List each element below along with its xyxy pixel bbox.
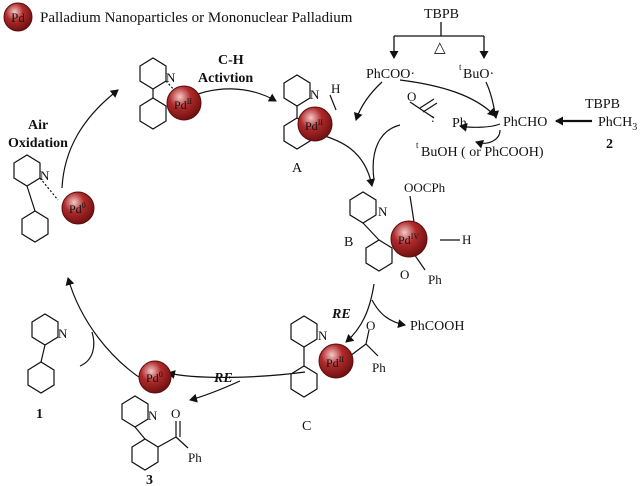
phenyl-ring-B [365, 239, 393, 272]
pyridine-ring-substrate [31, 313, 59, 346]
n-C: N [318, 328, 328, 343]
legend-pd-label: Pd [11, 10, 25, 25]
re-upper-label: RE [331, 307, 351, 322]
phch3-label: PhCH3 [598, 115, 637, 133]
pd-0-free-label: Pd0 [146, 370, 163, 385]
acyl-radical-dot: : [431, 110, 435, 125]
intermediate-B-label: B [344, 235, 353, 250]
acyl-to-B-arrow [372, 124, 401, 181]
acyl-o: O [407, 89, 416, 104]
phcooh-release-arrow [371, 299, 406, 329]
acyl-co-bond [419, 98, 435, 109]
B-to-C-arrow [345, 283, 375, 343]
phcoo-to-aldehyde-arrow [399, 79, 496, 117]
compound-1-number: 1 [36, 407, 43, 422]
pd-iv-B-label: PdIV [398, 232, 419, 247]
phenyl-ring-left [21, 210, 49, 243]
pyridine-ring-top [139, 57, 167, 90]
phcoo-to-A-arrow [353, 81, 383, 121]
pd-ii-A-label: PdII [305, 118, 323, 133]
radical-generation: TBPB △ PhCOO· t BuO· PhCHO TBPB PhCH3 2 … [366, 7, 637, 160]
air-oxidation-arrow [61, 89, 119, 189]
h-A: H [331, 81, 340, 96]
pyridine-ring-A [283, 74, 311, 107]
tbuoh-label: BuOH ( or PhCOOH) [421, 145, 544, 160]
air-oxidation-label-2: Oxidation [8, 136, 68, 151]
ph-B: Ph [428, 272, 442, 287]
ch-activation-label-2: Activtion [198, 71, 253, 86]
phcooh-byproduct-label: PhCOOH [410, 319, 464, 334]
legend-pd-sphere [3, 2, 33, 32]
o-product: O [171, 406, 180, 421]
n-product: N [148, 408, 158, 423]
pd-iv-B-sphere [390, 220, 428, 258]
pd0-return-arrow [65, 277, 149, 384]
compound-2-number: 2 [606, 137, 613, 152]
pyridine-ring-left [13, 154, 41, 187]
hat-byproduct-arrow [475, 129, 501, 149]
phenyl-ring-product [131, 438, 159, 471]
product-release-arrow [189, 380, 241, 403]
A-to-B-arrow [317, 133, 376, 187]
pd-spheres [61, 85, 428, 394]
heat-icon: △ [434, 40, 446, 56]
pd-0-free-sphere [138, 360, 172, 394]
n-A: N [310, 87, 320, 102]
legend-text: Palladium Nanoparticles or Mononuclear P… [40, 10, 353, 26]
ooc-B: OOCPh [404, 180, 446, 195]
pyridine-ring-B [349, 191, 377, 224]
re-lower-label: RE [213, 371, 233, 386]
n-B: N [378, 204, 388, 219]
pd-ii-top-sphere [166, 85, 202, 121]
o-C: O [366, 318, 375, 333]
ph-product: Ph [188, 450, 202, 465]
tbuo-radical: BuO· [463, 67, 494, 82]
tbpb-second-label: TBPB [585, 97, 620, 112]
acyl-radical-formation-arrow [459, 122, 501, 132]
pd-0-left-sphere [61, 191, 95, 225]
molecule-drawings [13, 57, 460, 471]
pd-ii-A-sphere [297, 106, 333, 142]
tbpb-top-label: TBPB [424, 7, 459, 22]
tbuo-sup: t [459, 62, 462, 72]
cycle-arrows [61, 81, 406, 403]
n-substrate: N [58, 326, 68, 341]
reductive-elimination-arrow [167, 370, 306, 379]
phenyl-ring-substrate [27, 361, 55, 394]
intermediate-C-label: C [302, 419, 311, 434]
phenyl-ring-top [139, 97, 167, 130]
ch-activation-label: C-H [218, 53, 244, 68]
phcho-label: PhCHO [503, 115, 547, 130]
pd-ii-top-label: PdII [174, 97, 192, 112]
pyridine-ring-product [121, 395, 149, 428]
pd-ii-C-label: PdII [326, 355, 344, 370]
tbuo-to-aldehyde-arrow [485, 81, 500, 119]
acyl-co-bond-2 [422, 102, 438, 113]
substrate-entry-arrow [79, 331, 95, 367]
phenyl-ring-C [290, 365, 318, 398]
tbuoh-sup: t [416, 140, 419, 150]
n-top: N [166, 70, 176, 85]
acyl-bond [409, 101, 435, 119]
ph-C: Ph [372, 360, 386, 375]
o-B: O [400, 267, 409, 282]
intermediate-A-label: A [292, 161, 303, 176]
compound-3-number: 3 [146, 473, 153, 486]
legend: Pd Palladium Nanoparticles or Mononuclea… [3, 2, 353, 32]
air-oxidation-label: Air [28, 118, 48, 133]
n-left: N [40, 168, 50, 183]
pyridine-ring-C [290, 315, 318, 348]
h-B: H [462, 232, 471, 247]
acyl-ph: Ph [452, 116, 467, 131]
pd-0-left-label: Pd0 [69, 201, 86, 216]
phcoo-radical: PhCOO· [366, 67, 415, 82]
pd-ii-C-sphere [318, 343, 354, 379]
